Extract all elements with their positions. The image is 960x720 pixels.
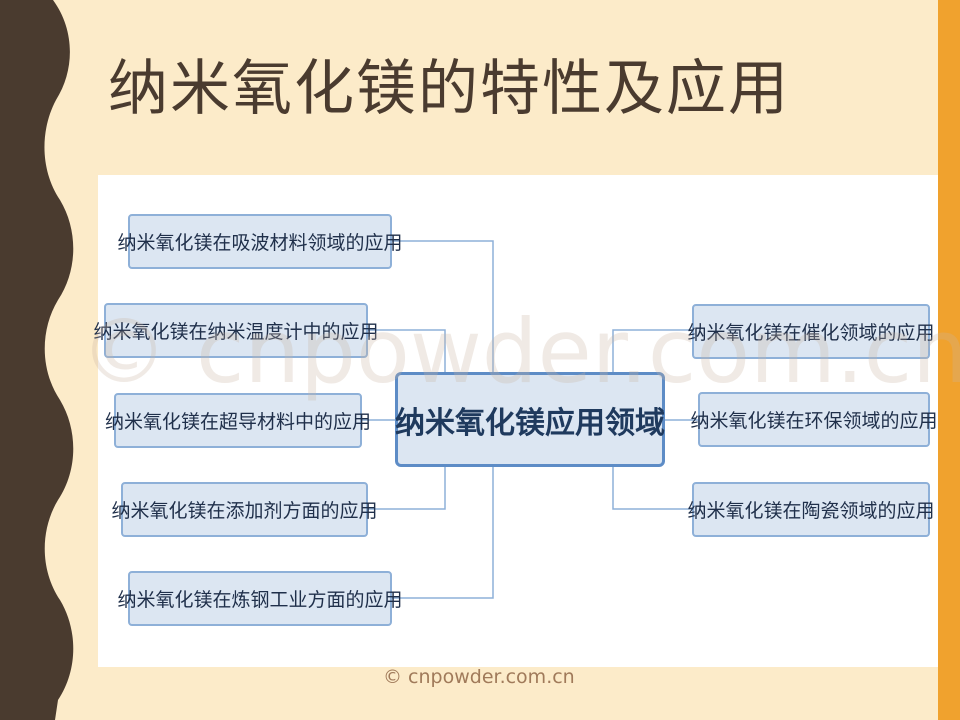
left-node-absorbing-materials: 纳米氧化镁在吸波材料领域的应用 <box>118 214 403 269</box>
slide-title: 纳米氧化镁的特性及应用 <box>108 54 790 124</box>
left-node-steelmaking: 纳米氧化镁在炼钢工业方面的应用 <box>118 571 403 626</box>
center-node: 纳米氧化镁应用领域 <box>395 372 665 467</box>
footer-copyright: © cnpowder.com.cn <box>383 666 575 688</box>
right-node-environmental: 纳米氧化镁在环保领域的应用 <box>691 392 938 447</box>
right-node-catalysis: 纳米氧化镁在催化领域的应用 <box>688 304 935 359</box>
wavy-left-band <box>0 0 74 720</box>
right-node-ceramics: 纳米氧化镁在陶瓷领域的应用 <box>688 482 935 537</box>
left-node-additives: 纳米氧化镁在添加剂方面的应用 <box>112 482 378 537</box>
left-node-nano-thermometer: 纳米氧化镁在纳米温度计中的应用 <box>94 303 379 358</box>
left-node-superconducting: 纳米氧化镁在超导材料中的应用 <box>105 393 371 448</box>
mindmap-diagram: 纳米氧化镁在吸波材料领域的应用 纳米氧化镁在纳米温度计中的应用 纳米氧化镁在超导… <box>94 175 938 667</box>
connector-lines <box>362 240 698 599</box>
right-accent-band <box>938 0 960 720</box>
